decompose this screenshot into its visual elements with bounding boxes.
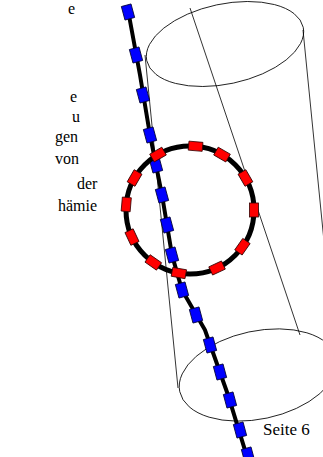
ring [126, 146, 254, 274]
text-fragment: hämie [58, 197, 97, 215]
red-mark [127, 170, 142, 187]
red-mark [238, 170, 253, 187]
blue-mark [213, 364, 226, 380]
blue-mark [223, 392, 236, 408]
blue-mark [189, 307, 202, 323]
blue-mark [203, 337, 216, 353]
blue-mark [136, 87, 149, 103]
red-marks [121, 141, 258, 279]
cylinder-bottom [171, 315, 323, 434]
blue-mark [121, 4, 134, 20]
chain-line [128, 10, 248, 457]
cylinder-top [138, 0, 311, 100]
red-mark [209, 261, 225, 275]
red-mark [235, 238, 250, 255]
red-mark [250, 203, 259, 217]
text-fragment: e [70, 88, 77, 106]
text-fragment: e [68, 0, 75, 18]
blue-mark [160, 217, 173, 233]
blue-mark [175, 282, 188, 298]
text-fragment: gen [55, 128, 78, 146]
red-mark [145, 255, 162, 270]
red-mark [150, 147, 167, 162]
cylinder-line [190, 8, 300, 335]
blue-mark [155, 187, 168, 203]
blue-chain [121, 4, 254, 457]
blue-mark [143, 127, 156, 143]
text-fragment: von [55, 150, 79, 168]
text-fragment: u [72, 108, 80, 126]
blue-mark [233, 422, 246, 438]
page-number: Seite 6 [262, 421, 311, 439]
text-fragment: der [77, 175, 97, 193]
cylinder-side [303, 30, 323, 362]
cylinder-side [145, 55, 178, 388]
red-mark [188, 141, 203, 151]
red-mark [125, 229, 139, 245]
blue-mark [165, 247, 178, 263]
red-mark [171, 267, 186, 278]
blue-mark [129, 47, 142, 63]
red-mark [214, 147, 231, 162]
red-mark [121, 197, 131, 212]
blue-mark [241, 447, 254, 457]
